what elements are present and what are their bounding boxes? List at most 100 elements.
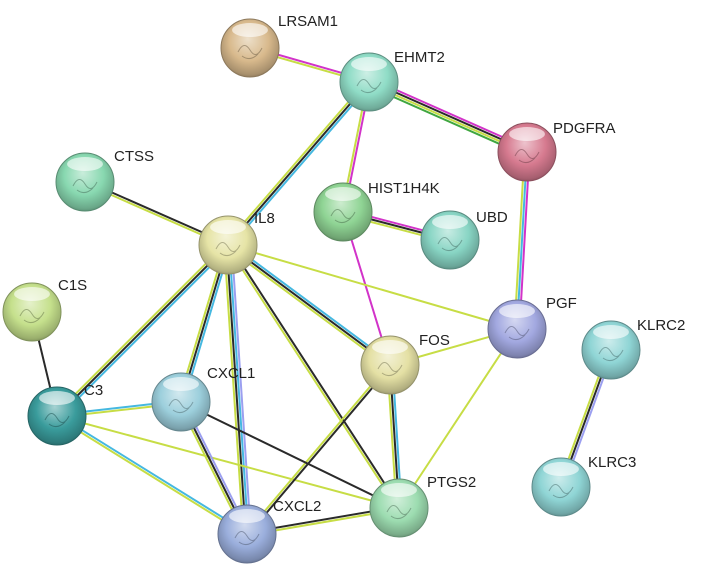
edge-line-text-mining <box>225 246 390 369</box>
edge-line-text-mining <box>513 150 526 330</box>
node-label-c1s: C1S <box>58 277 87 294</box>
edge-fos-cxcl2[interactable] <box>245 363 392 536</box>
structure-glyph <box>377 362 403 377</box>
node-hist1h4k[interactable] <box>313 182 373 242</box>
edge-il8-fos[interactable] <box>225 241 393 369</box>
edge-il8-c3[interactable] <box>54 242 231 419</box>
structure-glyph <box>356 79 382 94</box>
node-highlight <box>210 220 246 234</box>
structure-glyph <box>548 484 574 499</box>
node-highlight <box>67 157 103 171</box>
structure-glyph <box>168 399 194 414</box>
edge-line-coexpression <box>227 244 391 366</box>
edge-line-text-mining <box>225 244 399 510</box>
node-highlight <box>381 483 417 497</box>
edge-line-database <box>57 245 231 419</box>
node-fos[interactable] <box>360 335 420 395</box>
node-highlight <box>509 127 545 141</box>
edge-ehmt2-il8[interactable] <box>225 79 372 248</box>
edge-il8-pgf[interactable] <box>227 244 518 330</box>
structure-glyph <box>514 149 540 164</box>
node-label-c3: C3 <box>84 382 103 399</box>
node-pdgfra[interactable] <box>497 122 557 182</box>
edge-line-coexpression <box>227 81 370 246</box>
edge-il8-ptgs2[interactable] <box>225 243 402 510</box>
structure-glyph <box>330 209 356 224</box>
edge-c3-ptgs2[interactable] <box>56 415 400 509</box>
nodes-layer <box>2 18 641 564</box>
edge-line-experiments <box>518 151 531 331</box>
edge-line-coexpression <box>228 243 402 509</box>
node-klrc3[interactable] <box>531 457 591 517</box>
node-label-cxcl1: CXCL1 <box>207 365 255 382</box>
edge-c3-cxcl2[interactable] <box>55 413 249 537</box>
node-label-ptgs2: PTGS2 <box>427 474 476 491</box>
node-il8[interactable] <box>198 215 258 275</box>
edge-line-text-mining <box>225 79 369 245</box>
node-cxcl1[interactable] <box>151 372 211 432</box>
node-lrsam1[interactable] <box>220 18 280 78</box>
node-label-hist1h4k: HIST1H4K <box>368 180 440 197</box>
edge-line-database <box>516 151 528 330</box>
node-highlight <box>351 57 387 71</box>
edge-line-text-mining <box>55 416 248 537</box>
node-highlight <box>14 287 50 301</box>
structure-glyph <box>437 237 463 252</box>
node-highlight <box>232 23 268 37</box>
node-label-il8: IL8 <box>254 210 275 227</box>
node-ubd[interactable] <box>420 210 480 270</box>
edge-line-text-mining <box>54 242 228 416</box>
node-label-pdgfra: PDGFRA <box>553 120 616 137</box>
node-highlight <box>163 377 199 391</box>
structure-glyph <box>598 347 624 362</box>
node-highlight <box>39 391 75 405</box>
edge-line-text-mining <box>227 244 518 330</box>
node-ctss[interactable] <box>55 152 115 212</box>
node-c1s[interactable] <box>2 282 62 342</box>
structure-glyph <box>215 242 241 257</box>
node-klrc2[interactable] <box>581 320 641 380</box>
node-highlight <box>543 462 579 476</box>
edge-pdgfra-pgf[interactable] <box>513 150 531 331</box>
structure-glyph <box>237 45 263 60</box>
edge-cxcl1-ptgs2[interactable] <box>180 401 400 509</box>
structure-glyph <box>44 413 70 428</box>
node-highlight <box>325 187 361 201</box>
node-ehmt2[interactable] <box>339 52 399 112</box>
node-label-lrsam1: LRSAM1 <box>278 13 338 30</box>
edge-line-database <box>228 243 250 535</box>
node-label-klrc3: KLRC3 <box>588 454 636 471</box>
edge-line-coexpression <box>225 244 247 536</box>
node-ptgs2[interactable] <box>369 478 429 538</box>
node-label-pgf: PGF <box>546 295 577 312</box>
node-highlight <box>372 340 408 354</box>
node-highlight <box>229 509 265 523</box>
edge-line-coexpression <box>246 364 392 536</box>
edge-line-database <box>228 82 372 248</box>
structure-glyph <box>234 531 260 546</box>
node-pgf[interactable] <box>487 299 547 359</box>
edge-line-text-mining <box>223 244 245 536</box>
edge-il8-cxcl2[interactable] <box>223 243 252 536</box>
node-label-fos: FOS <box>419 332 450 349</box>
node-label-cxcl2: CXCL2 <box>273 498 321 515</box>
node-cxcl2[interactable] <box>217 504 277 564</box>
node-label-ehmt2: EHMT2 <box>394 49 445 66</box>
node-label-ubd: UBD <box>476 209 508 226</box>
node-label-ctss: CTSS <box>114 148 154 165</box>
edge-line-homology <box>230 243 252 535</box>
edges-layer <box>31 45 615 537</box>
node-highlight <box>499 304 535 318</box>
node-c3[interactable] <box>27 386 87 446</box>
edge-line-text-mining <box>398 328 518 509</box>
structure-glyph <box>72 179 98 194</box>
node-highlight <box>593 325 629 339</box>
edge-pgf-ptgs2[interactable] <box>398 328 518 509</box>
structure-glyph <box>504 326 530 341</box>
edge-line-text-mining <box>56 415 400 509</box>
node-highlight <box>432 215 468 229</box>
edge-line-coexpression <box>180 401 400 509</box>
edge-line-coexpression <box>56 244 229 417</box>
